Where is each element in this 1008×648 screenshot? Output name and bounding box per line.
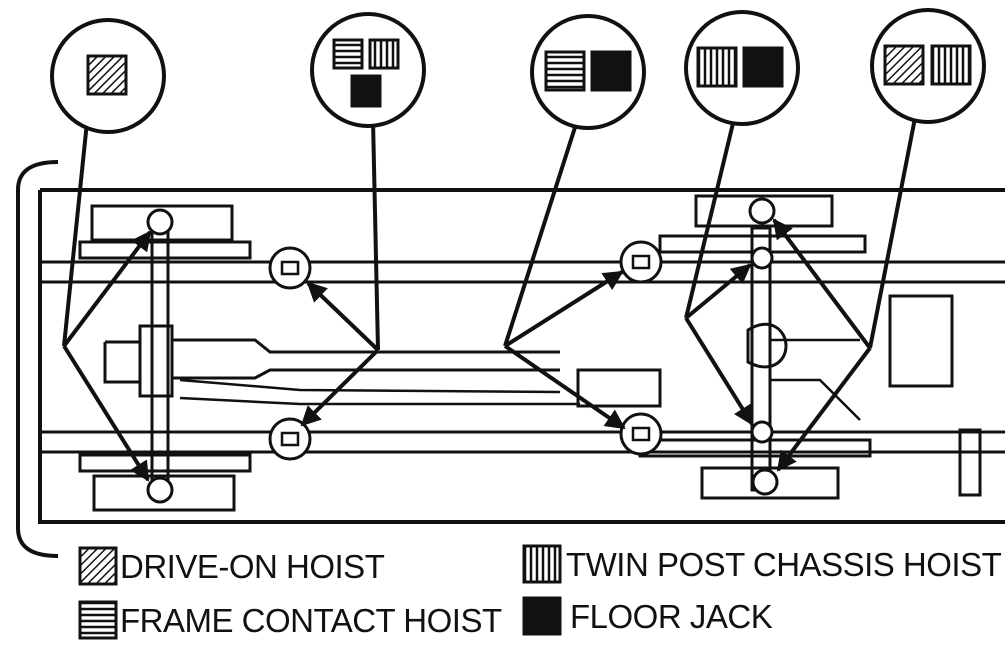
twin-post-chassis-hoist-symbol: [368, 38, 400, 70]
callout-rear-axle: [684, 10, 800, 126]
rear-right-wheel-pad: [700, 466, 840, 500]
frame-contact-hoist-symbol: [332, 38, 364, 70]
leader-lines: [62, 112, 918, 482]
legend-item-twin-post: TWIN POST CHASSIS HOIST: [522, 544, 1002, 584]
lift-point-front-right: [146, 476, 174, 504]
legend-item-frame-contact: FRAME CONTACT HOIST: [78, 600, 502, 640]
lift-point-markers: [146, 197, 779, 504]
floor-jack-symbol: [742, 46, 784, 88]
front-bumper: [16, 160, 59, 558]
front-left-wheel-pad: [90, 204, 234, 242]
axle-point-left: [750, 246, 774, 270]
legend-label-frame-contact: FRAME CONTACT HOIST: [120, 602, 502, 639]
twin-post-chassis-hoist-symbol: [696, 46, 738, 88]
frame-contact-hoist-symbol: [78, 600, 118, 640]
axle-point-right: [750, 420, 774, 444]
lift-point-front-left: [146, 208, 174, 236]
twin-post-chassis-hoist-symbol: [930, 44, 972, 86]
callout-front-corners: [50, 18, 166, 134]
legend: DRIVE-ON HOIST TWIN POST CHASSIS HOIST F…: [78, 544, 1002, 640]
legend-label-twin-post: TWIN POST CHASSIS HOIST: [566, 546, 1002, 583]
floor-jack-symbol: [350, 74, 382, 108]
legend-item-drive-on: DRIVE-ON HOIST: [78, 546, 385, 586]
callout-front-frame: [310, 12, 426, 128]
floor-jack-symbol: [522, 596, 562, 636]
drive-on-hoist-symbol: [78, 546, 118, 586]
front-right-wheel-pad: [92, 474, 236, 512]
lift-point-rear-left: [748, 197, 776, 225]
legend-label-floor-jack: FLOOR JACK: [570, 598, 773, 635]
frame-contact-hoist-symbol: [544, 50, 586, 92]
lift-point-rear-right: [751, 468, 779, 496]
drive-on-hoist-symbol: [883, 44, 925, 86]
callout-rear-corners: [870, 8, 986, 124]
twin-post-chassis-hoist-symbol: [522, 544, 562, 584]
rear-left-wheel-pad: [694, 194, 834, 228]
legend-label-drive-on: DRIVE-ON HOIST: [120, 548, 385, 585]
legend-item-floor-jack: FLOOR JACK: [522, 596, 773, 636]
callout-rear-frame: [530, 14, 646, 130]
frame-rail-upper: [40, 260, 1005, 284]
drive-on-hoist-symbol: [86, 54, 128, 96]
frame-rail-lower: [40, 430, 1005, 454]
floor-jack-symbol: [590, 50, 632, 92]
